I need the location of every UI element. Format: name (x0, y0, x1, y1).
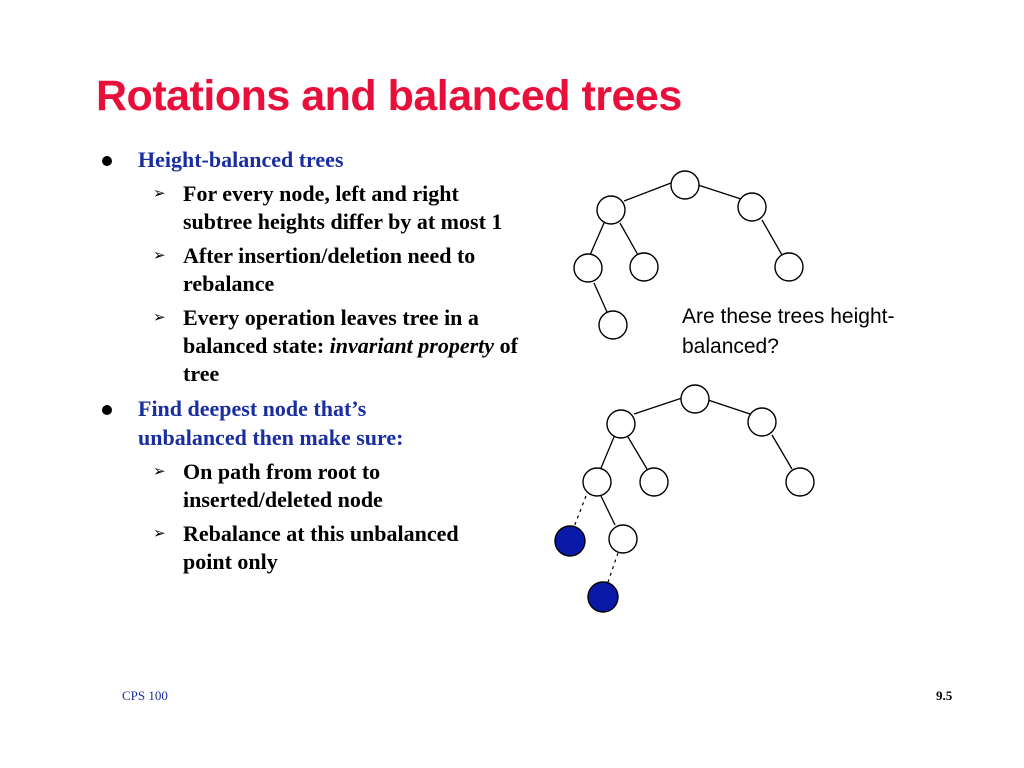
tree-node (639, 467, 669, 497)
tree-node (747, 407, 777, 437)
sub-bullet-height-diff: ➢ For every node, left and right subtree… (153, 180, 503, 236)
sub-bullet-path: ➢ On path from root to inserted/deleted … (153, 458, 483, 514)
sub-bullet-text: Rebalance at this unbalanced point only (183, 521, 459, 574)
inserted-node (554, 525, 586, 557)
tree-node (785, 467, 815, 497)
edge (627, 436, 648, 470)
tree-node (582, 467, 612, 497)
tree-node (598, 310, 628, 340)
tree-node (573, 253, 603, 283)
arrow-bullet-icon: ➢ (153, 464, 166, 480)
arrow-bullet-icon: ➢ (153, 248, 166, 264)
tree-node (629, 252, 659, 282)
tree-node (737, 192, 767, 222)
sub-bullet-text-after: of tree (183, 333, 518, 386)
edge (619, 222, 639, 256)
slide-title: Rotations and balanced trees (96, 72, 682, 120)
dashed-edge (607, 552, 619, 583)
sub-bullet-invariant: ➢ Every operation leaves tree in a balan… (153, 304, 528, 388)
sub-bullet-text: For every node, left and right subtree h… (183, 181, 503, 234)
tree-node (774, 252, 804, 282)
tree-1-edges (589, 182, 783, 313)
footer-slide-number: 9.5 (936, 688, 953, 703)
edge (707, 399, 751, 415)
tree-2-edges (600, 397, 793, 526)
tree-2-nodes (582, 384, 815, 554)
edge (633, 397, 683, 415)
bullet-dot (102, 405, 112, 415)
tree-node (608, 524, 638, 554)
sub-bullet-text-before: Every operation leaves tree in a balance… (183, 305, 479, 358)
arrow-bullet-icon: ➢ (153, 526, 166, 542)
bullet-deepest-node: Find deepest node that’s unbalanced then… (100, 394, 468, 452)
sub-bullet-rebalance: ➢ After insertion/deletion need to rebal… (153, 242, 483, 298)
sub-bullet-rebalance-point: ➢ Rebalance at this unbalanced point onl… (153, 520, 473, 576)
sub-bullet-text: On path from root to inserted/deleted no… (183, 459, 383, 512)
question-caption: Are these trees height- balanced? (682, 302, 962, 362)
edge (589, 222, 605, 256)
arrow-bullet-icon: ➢ (153, 310, 166, 326)
edge (761, 219, 783, 256)
tree-node (670, 170, 700, 200)
edge (600, 436, 615, 469)
edge (600, 495, 616, 526)
sub-bullet-text: After insertion/deletion need to rebalan… (183, 243, 476, 296)
bullet-text: Find deepest node that’s unbalanced then… (138, 396, 404, 450)
caption-line: Are these trees height- (682, 305, 895, 328)
bullet-text: Height-balanced trees (138, 147, 344, 172)
sub-bullet-italic: invariant property (329, 333, 495, 358)
edge (771, 434, 793, 470)
bullet-list: Height-balanced trees ➢ For every node, … (100, 145, 540, 582)
inserted-node (587, 581, 619, 613)
tree-node (606, 409, 636, 439)
tree-2-highlighted-nodes (554, 525, 619, 613)
dashed-edge (573, 495, 587, 528)
edge (593, 282, 608, 313)
bullet-height-balanced: Height-balanced trees (100, 145, 540, 174)
bullet-dot (102, 156, 112, 166)
tree-node (680, 384, 710, 414)
arrow-bullet-icon: ➢ (153, 186, 166, 202)
tree-node (596, 195, 626, 225)
footer-course: CPS 100 (122, 688, 168, 703)
edge (697, 184, 742, 200)
caption-line: balanced? (682, 335, 779, 358)
tree-2-dashed-edges (573, 495, 619, 583)
tree-1-nodes (573, 170, 804, 340)
edge (623, 182, 672, 202)
